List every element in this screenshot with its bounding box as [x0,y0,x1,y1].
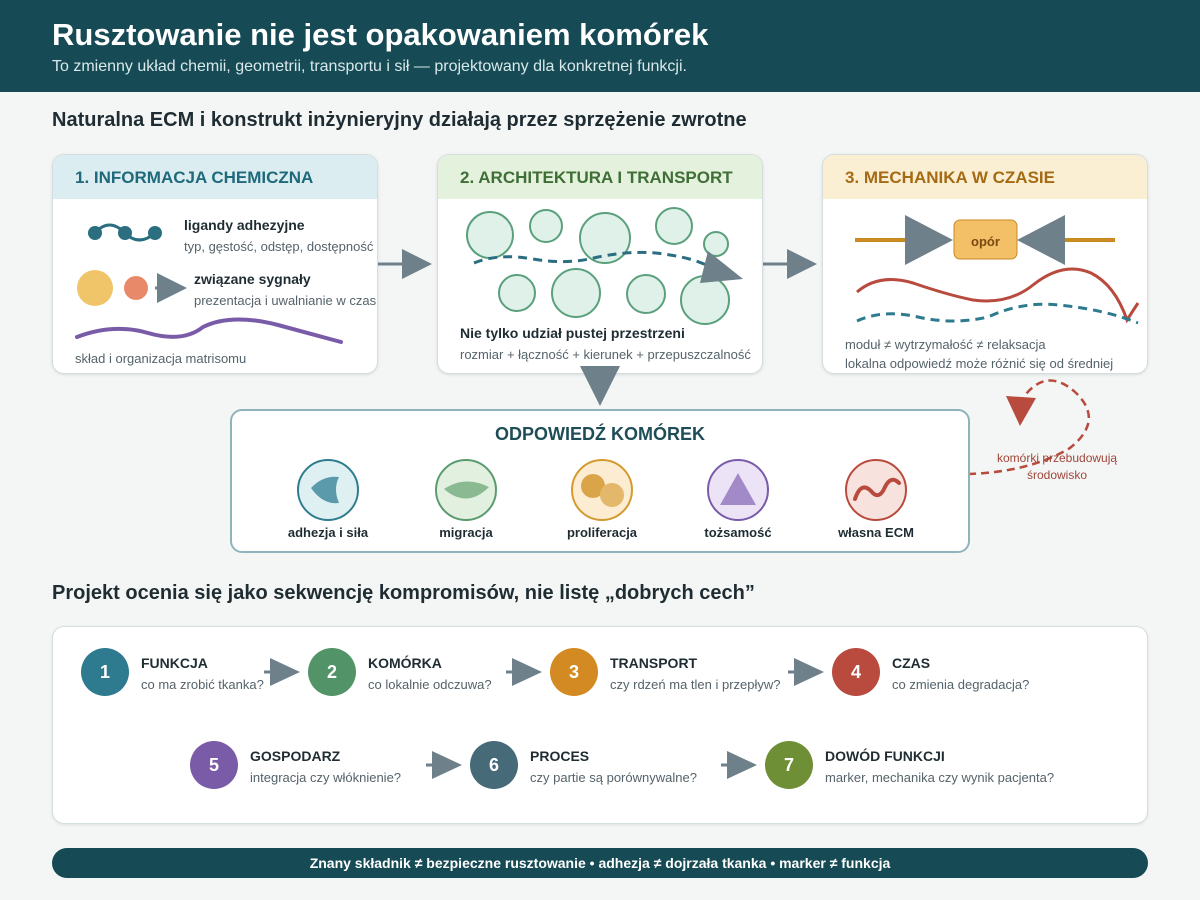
signals-label: związane sygnały [194,271,311,287]
step-desc: marker, mechanika czy wynik pacjenta? [825,770,1055,785]
arrow-right-icon [788,658,824,686]
feedback-note-line1: komórki przebudowują [997,451,1118,465]
step-number: 2 [308,648,356,696]
matrisome-desc: skład i organizacja matrisomu [75,351,247,366]
arrow-right-icon [378,249,432,279]
step-desc: co ma zrobić tkanka? [141,677,264,692]
response-label: tożsamość [704,525,772,540]
step-number: 5 [190,741,238,789]
card-architecture-transport: 2. ARCHITEKTURA I TRANSPORT Nie tylko ud… [437,154,763,374]
summary-banner: Znany składnik ≠ bezpieczne rusztowanie … [52,848,1148,878]
mechanics-desc-2: lokalna odpowiedź może różnić się od śre… [845,356,1114,371]
arrow-right-icon [426,751,462,779]
arrow-right-icon [506,658,542,686]
section-feedback-title: Naturalna ECM i konstrukt inżynieryjny d… [52,109,747,131]
response-own-ecm: własna ECM [816,459,936,540]
stress-curve-icon [856,267,1140,324]
step-number: 3 [550,648,598,696]
step-desc: co lokalnie odczuwa? [368,677,492,692]
mechanics-desc-1: moduł ≠ wytrzymałość ≠ relaksacja [845,337,1046,352]
response-migration: migracja [406,459,526,540]
own-ecm-icon [845,459,907,521]
step-title: FUNKCJA [141,655,208,671]
response-adhesion: adhezja i siła [268,459,388,540]
step-number: 7 [765,741,813,789]
card-mechanics-time: 3. MECHANIKA W CZASIE opór moduł ≠ wytrz… [822,154,1148,374]
pore-graphics [466,207,743,325]
ligands-desc: typ, gęstość, odstęp, dostępność [184,239,374,254]
card-title: 3. MECHANIKA W CZASIE [823,155,1147,199]
cell-response-panel: ODPOWIEDŹ KOMÓREK adhezja i siła migracj… [230,409,970,553]
page-title: Rusztowanie nie jest opakowaniem komórek [52,17,709,52]
identity-triangle-icon [707,459,769,521]
cell-adhesion-icon [297,459,359,521]
arrow-down-icon [580,366,620,406]
step-number: 4 [832,648,880,696]
relaxation-curve-icon [856,302,1139,325]
step-desc: czy rdzeń ma tlen i przepływ? [610,677,781,692]
step-title: KOMÓRKA [368,655,442,671]
signal-release-icon [77,270,187,306]
feedback-note: komórki przebudowują środowisko [997,450,1117,484]
mechanics-graphics [855,215,1140,325]
step-number: 1 [81,648,129,696]
resistance-badge: opór [971,234,1000,249]
response-label: własna ECM [838,525,914,540]
matrisome-fiber-icon [75,317,343,344]
migration-icon [435,459,497,521]
step-title: CZAS [892,655,931,671]
flow-arrow-icon [700,251,743,283]
compression-icon [855,215,1115,265]
step-arrows [264,658,824,779]
arrow-right-icon [763,249,817,279]
response-label: adhezja i siła [287,525,369,540]
feedback-loop-icon [967,379,1091,476]
response-proliferation: proliferacja [542,459,662,540]
step-title: PROCES [530,748,590,764]
signals-desc: prezentacja i uwalnianie w czasie [194,293,378,308]
arrow-right-icon [721,751,757,779]
proliferation-icon [571,459,633,521]
arrow-right-icon [264,658,300,686]
tradeoff-steps-panel: 1 FUNKCJA co ma zrobić tkanka? 2 KOMÓRKA… [52,626,1148,824]
cell-response-title: ODPOWIEDŹ KOMÓREK [495,424,705,444]
card-title: 2. ARCHITEKTURA I TRANSPORT [438,155,762,199]
page-subtitle: To zmienny układ chemii, geometrii, tran… [52,58,687,75]
ligands-label: ligandy adhezyjne [184,217,305,233]
section-tradeoffs-title: Projekt ocenia się jako sekwencję kompro… [52,582,755,604]
feedback-arrow-icon [1006,396,1036,426]
chemical-graphics [75,223,343,344]
card-chemical-information: 1. INFORMACJA CHEMICZNA ligandy adhezyjn… [52,154,378,374]
step-number: 6 [470,741,518,789]
step-desc: czy partie są porównywalne? [530,770,697,785]
feedback-note-line2: środowisko [1026,468,1088,482]
ligand-chain-icon [88,223,162,242]
architecture-label: Nie tylko udział pustej przestrzeni [460,325,685,341]
response-identity: tożsamość [678,459,798,540]
card-title: 1. INFORMACJA CHEMICZNA [53,155,377,199]
step-desc: integracja czy włóknienie? [250,770,402,785]
response-label: proliferacja [566,525,638,540]
step-title: TRANSPORT [610,655,698,671]
architecture-desc: rozmiar + łączność + kierunek + przepusz… [460,347,751,362]
flow-path-icon [473,250,711,269]
step-desc: co zmienia degradacja? [892,677,1030,692]
page-header: Rusztowanie nie jest opakowaniem komórek… [0,0,1200,92]
step-title: DOWÓD FUNKCJI [825,748,945,764]
step-title: GOSPODARZ [250,748,341,764]
response-label: migracja [439,525,493,540]
